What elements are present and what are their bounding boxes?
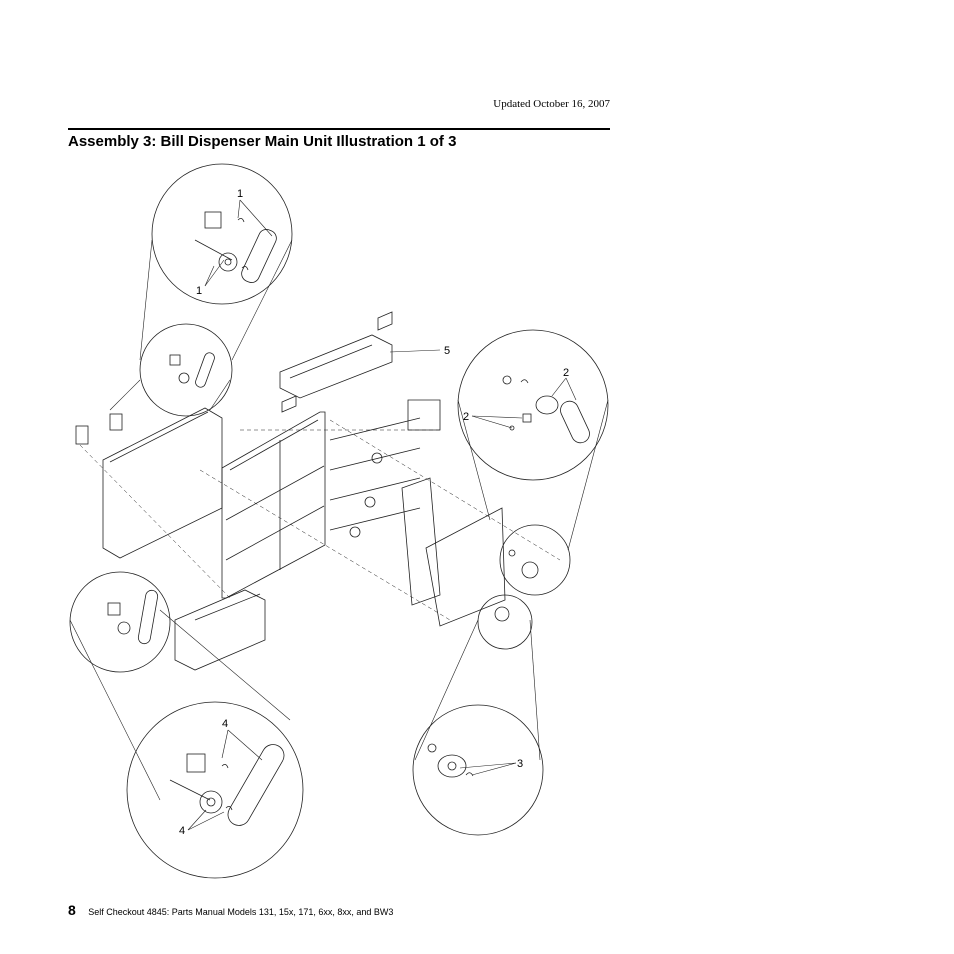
main-frame-assembly xyxy=(75,311,561,671)
page-footer: 8 Self Checkout 4845: Parts Manual Model… xyxy=(68,902,393,920)
callout-3: 3 xyxy=(517,758,523,770)
footer-text: Self Checkout 4845: Parts Manual Models … xyxy=(88,907,394,917)
callout-1-top: 1 xyxy=(237,188,243,200)
page-number: 8 xyxy=(68,902,76,918)
detail-circle-4 xyxy=(126,701,304,879)
callout-2-left: 2 xyxy=(463,411,469,423)
callout-5: 5 xyxy=(444,345,450,357)
callout-4-top: 4 xyxy=(222,718,228,730)
updated-date: Updated October 16, 2007 xyxy=(493,98,610,110)
detail-circle-small-lower-right xyxy=(477,594,533,650)
header-rule xyxy=(68,128,610,130)
detail-circle-small-upper-left xyxy=(139,323,233,417)
callout-1-bottom: 1 xyxy=(196,285,202,297)
callout-leader-lines xyxy=(187,199,577,831)
section-title: Assembly 3: Bill Dispenser Main Unit Ill… xyxy=(68,133,457,150)
detail-circle-3 xyxy=(412,704,544,836)
detail-circle-1 xyxy=(151,163,293,305)
callout-4-bottom: 4 xyxy=(179,825,185,837)
callout-2-top: 2 xyxy=(563,367,569,379)
detail-circle-small-lower-left xyxy=(69,571,171,673)
detail-connector-lines xyxy=(69,239,609,801)
detail-circle-2 xyxy=(457,329,609,481)
detail-circle-small-right xyxy=(499,524,571,596)
